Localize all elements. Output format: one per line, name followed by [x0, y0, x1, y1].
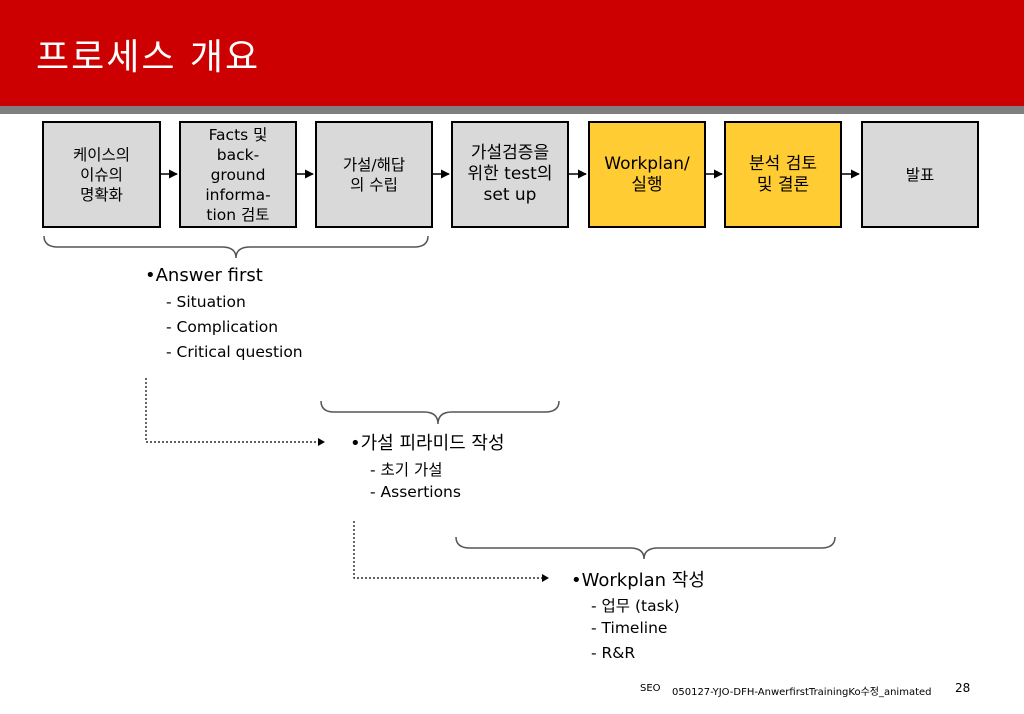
dash-marker: - [591, 644, 597, 662]
leader-group-2-3 [353, 521, 542, 579]
page-title: 프로세스 개요 [36, 37, 261, 78]
brace-group-3 [455, 536, 836, 560]
item-label: Situation [176, 293, 246, 311]
group-1-heading: •Answer first [145, 265, 263, 286]
page-number: 28 [955, 681, 971, 695]
group-2-item-1: - 초기 가설 [370, 458, 443, 480]
brace-group-1 [43, 235, 429, 259]
group-3-item-3: - R&R [591, 644, 635, 662]
footer-filename: 050127-YJO-DFH-AnwerfirstTrainingKo수정_an… [672, 687, 932, 698]
group-2-item-2: - Assertions [370, 483, 461, 501]
title-bar: 프로세스 개요 [0, 0, 1024, 106]
group-3-heading: •Workplan 작성 [571, 570, 705, 591]
dash-marker: - [370, 461, 376, 479]
item-label: 초기 가설 [380, 461, 443, 479]
process-step-5: Workplan/ 실행 [588, 121, 706, 228]
group-3-item-1: - 업무 (task) [591, 594, 680, 616]
item-label: Timeline [601, 619, 668, 637]
item-label: Complication [176, 318, 279, 336]
dash-marker: - [166, 318, 172, 336]
item-label: Critical question [176, 343, 303, 361]
process-step-3: 가설/해답 의 수립 [315, 121, 433, 228]
process-step-1: 케이스의 이슈의 명확화 [42, 121, 161, 228]
dash-marker: - [166, 343, 172, 361]
group-1-item-3: - Critical question [166, 343, 303, 361]
group-2-heading: •가설 피라미드 작성 [350, 433, 505, 454]
group-3-item-2: - Timeline [591, 619, 667, 637]
process-step-4: 가설검증을 위한 test의 set up [451, 121, 569, 228]
dash-marker: - [166, 293, 172, 311]
item-label: Assertions [380, 483, 461, 501]
brace-group-2 [320, 400, 560, 425]
process-step-6: 분석 검토 및 결론 [724, 121, 842, 228]
process-step-2: Facts 및 back- ground informa- tion 검토 [179, 121, 297, 228]
process-step-7: 발표 [861, 121, 979, 228]
leader-group-1-2 [145, 378, 318, 443]
dash-marker: - [370, 483, 376, 501]
dash-marker: - [591, 597, 597, 615]
leader-arrowhead-2 [542, 574, 549, 582]
item-label: R&R [601, 644, 636, 662]
group-1-item-2: - Complication [166, 318, 278, 336]
title-divider [0, 106, 1024, 114]
item-label: 업무 (task) [601, 597, 680, 615]
dash-marker: - [591, 619, 597, 637]
group-1-item-1: - Situation [166, 293, 246, 311]
leader-arrowhead-1 [318, 438, 325, 446]
footer-author: SEO [640, 683, 661, 694]
